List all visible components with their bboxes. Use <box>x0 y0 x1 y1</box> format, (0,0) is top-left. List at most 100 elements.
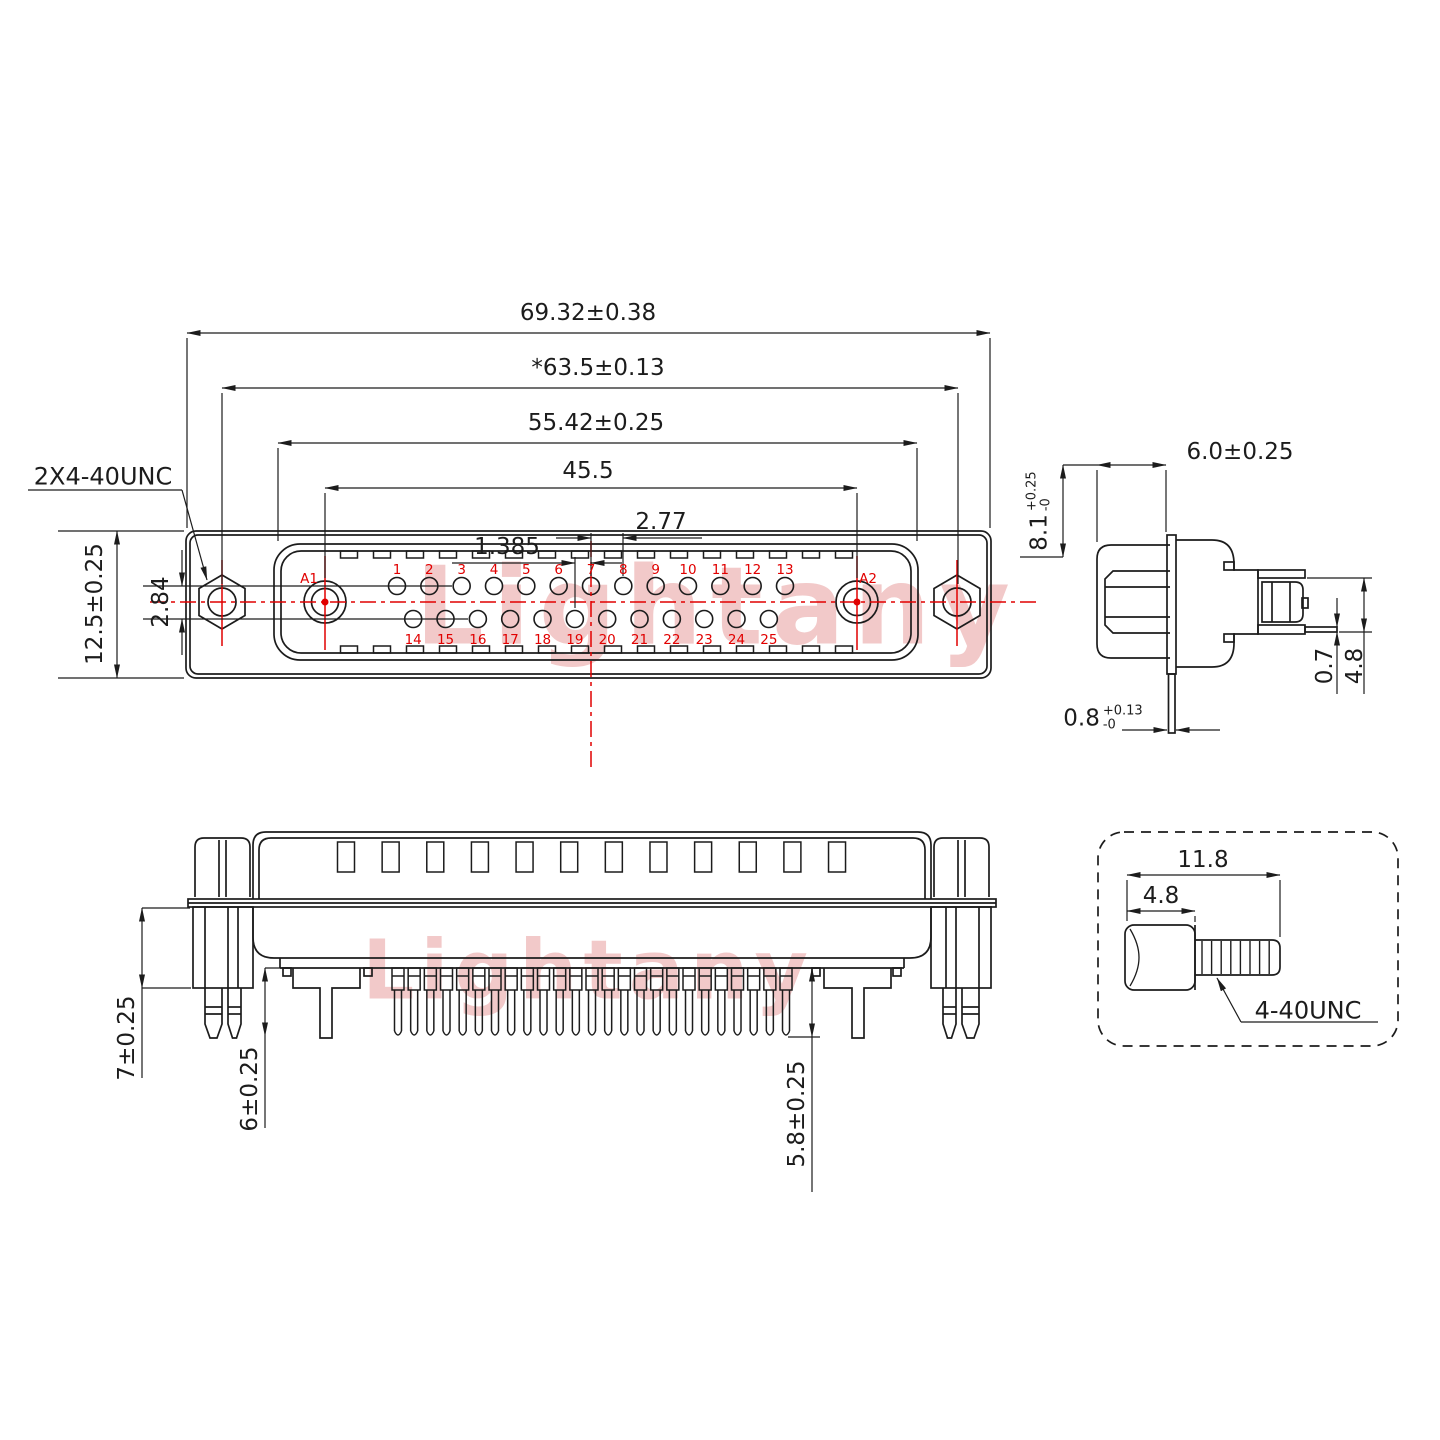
vent-slot <box>735 645 755 654</box>
pin-shoulder <box>391 967 405 991</box>
pin-number-label: 25 <box>760 632 778 648</box>
pin-shoulder <box>779 967 793 991</box>
pin-tip <box>733 1030 742 1036</box>
shell-elevation-outer <box>252 831 932 899</box>
pin-tip <box>523 1030 532 1036</box>
vent-slot <box>603 645 623 654</box>
pin-hole <box>500 609 520 629</box>
contact-pin <box>1304 626 1338 633</box>
pin-shoulder <box>698 967 712 991</box>
jack-screw-right <box>933 837 990 897</box>
pin-tip <box>684 1030 694 1036</box>
shell-profile <box>1096 544 1170 659</box>
shell-slot <box>693 841 713 873</box>
pin-tip <box>539 1030 548 1036</box>
coax-label-a2: A2 <box>859 571 877 587</box>
pin-tip <box>442 1030 451 1036</box>
pin-shoulder <box>746 967 761 991</box>
pin-tip <box>636 1030 645 1036</box>
vent-slot <box>603 550 623 559</box>
pin-number-label: 13 <box>776 562 794 578</box>
vent-slot <box>801 550 821 559</box>
vent-slot <box>537 645 557 654</box>
pin-tip <box>781 1030 791 1036</box>
pin-tip <box>571 1030 581 1036</box>
vent-slot <box>372 550 392 559</box>
pin-contacts <box>387 576 795 629</box>
pin-number-label: 7 <box>586 562 596 578</box>
pin-number-label: 1 <box>392 562 402 578</box>
pin-shoulder <box>423 967 438 991</box>
vent-slot <box>702 645 722 654</box>
screw-dimensions <box>1126 872 1378 1023</box>
hex-standoff-profile <box>1104 570 1170 634</box>
pin-number-label: 10 <box>679 562 697 578</box>
pin-tip <box>700 1030 710 1036</box>
dim-body-height: 8.1+0.25-0 <box>1024 471 1055 550</box>
coax-solder-contact <box>1257 569 1338 635</box>
pin-hole <box>646 576 665 596</box>
dim-screw-head-length: 4.8 <box>1142 882 1180 909</box>
pin-tip <box>426 1030 435 1036</box>
front-centerlines <box>150 541 1040 772</box>
vent-slot <box>339 550 359 559</box>
vent-slot <box>405 550 425 559</box>
pin-tip <box>587 1030 597 1036</box>
pin-shoulder <box>666 967 680 991</box>
vent-slot <box>339 645 359 654</box>
pin-shoulder <box>552 967 567 991</box>
shell-elevation-inner <box>258 837 926 899</box>
pin-tip <box>765 1030 775 1036</box>
pin-number-label: 11 <box>711 562 729 578</box>
vent-slot <box>636 645 656 654</box>
vent-slot <box>504 550 524 559</box>
dim-coax-tail-length: 6±0.25 <box>236 1046 263 1132</box>
pin-tip <box>555 1030 564 1036</box>
pin-tip <box>409 1030 419 1036</box>
pin-tip <box>620 1030 629 1036</box>
screw-detail <box>1097 831 1399 1047</box>
a1-center-dot <box>321 598 329 606</box>
pin-number-label: 3 <box>457 562 466 578</box>
flange-tab <box>1167 673 1176 734</box>
pin-tip <box>668 1030 678 1036</box>
pin-shoulder <box>536 967 551 991</box>
vent-slot <box>801 645 821 654</box>
vent-slot <box>768 550 788 559</box>
vent-slot <box>471 645 491 654</box>
vent-slot <box>438 645 458 654</box>
pin-number-label: 19 <box>566 632 584 648</box>
dim-row-offset: 1.385 <box>474 533 540 560</box>
thread-hatching <box>1201 941 1270 974</box>
pin-number-label: 6 <box>554 562 563 578</box>
pin-shoulder <box>504 967 518 991</box>
vent-slot <box>504 645 524 654</box>
shell-slot <box>426 841 445 873</box>
dim-flange-height: 12.5±0.25 <box>81 543 108 665</box>
vent-slot <box>834 645 854 654</box>
pin-number-label: 4 <box>489 562 499 578</box>
pin-number-label: 18 <box>533 632 552 648</box>
vent-slot <box>669 645 689 654</box>
pin-hole <box>694 609 714 629</box>
shell-slot <box>738 841 758 873</box>
thread-spec-label: 4-40UNC <box>1254 996 1362 1025</box>
pin-number-label: 17 <box>501 632 519 648</box>
pin-number-label: 22 <box>663 632 681 648</box>
side-view <box>1096 534 1338 734</box>
pin-shoulder <box>585 967 599 991</box>
dim-plus-tol: +0.13 <box>1102 703 1143 719</box>
dim-coax-spacing: 45.5 <box>562 457 614 484</box>
dim-plus-tol: +0.25 <box>1024 471 1040 512</box>
vent-slot <box>537 550 557 559</box>
vent-slot <box>834 550 854 559</box>
pin-hole <box>597 609 617 629</box>
front-dimensions <box>28 330 991 679</box>
dim-pin-thickness: 0.7 <box>1311 647 1338 685</box>
pin-hole <box>711 576 730 596</box>
shell-slot <box>827 841 847 873</box>
pin-shoulder <box>649 967 664 991</box>
dim-row-spacing: 2.84 <box>147 576 174 628</box>
